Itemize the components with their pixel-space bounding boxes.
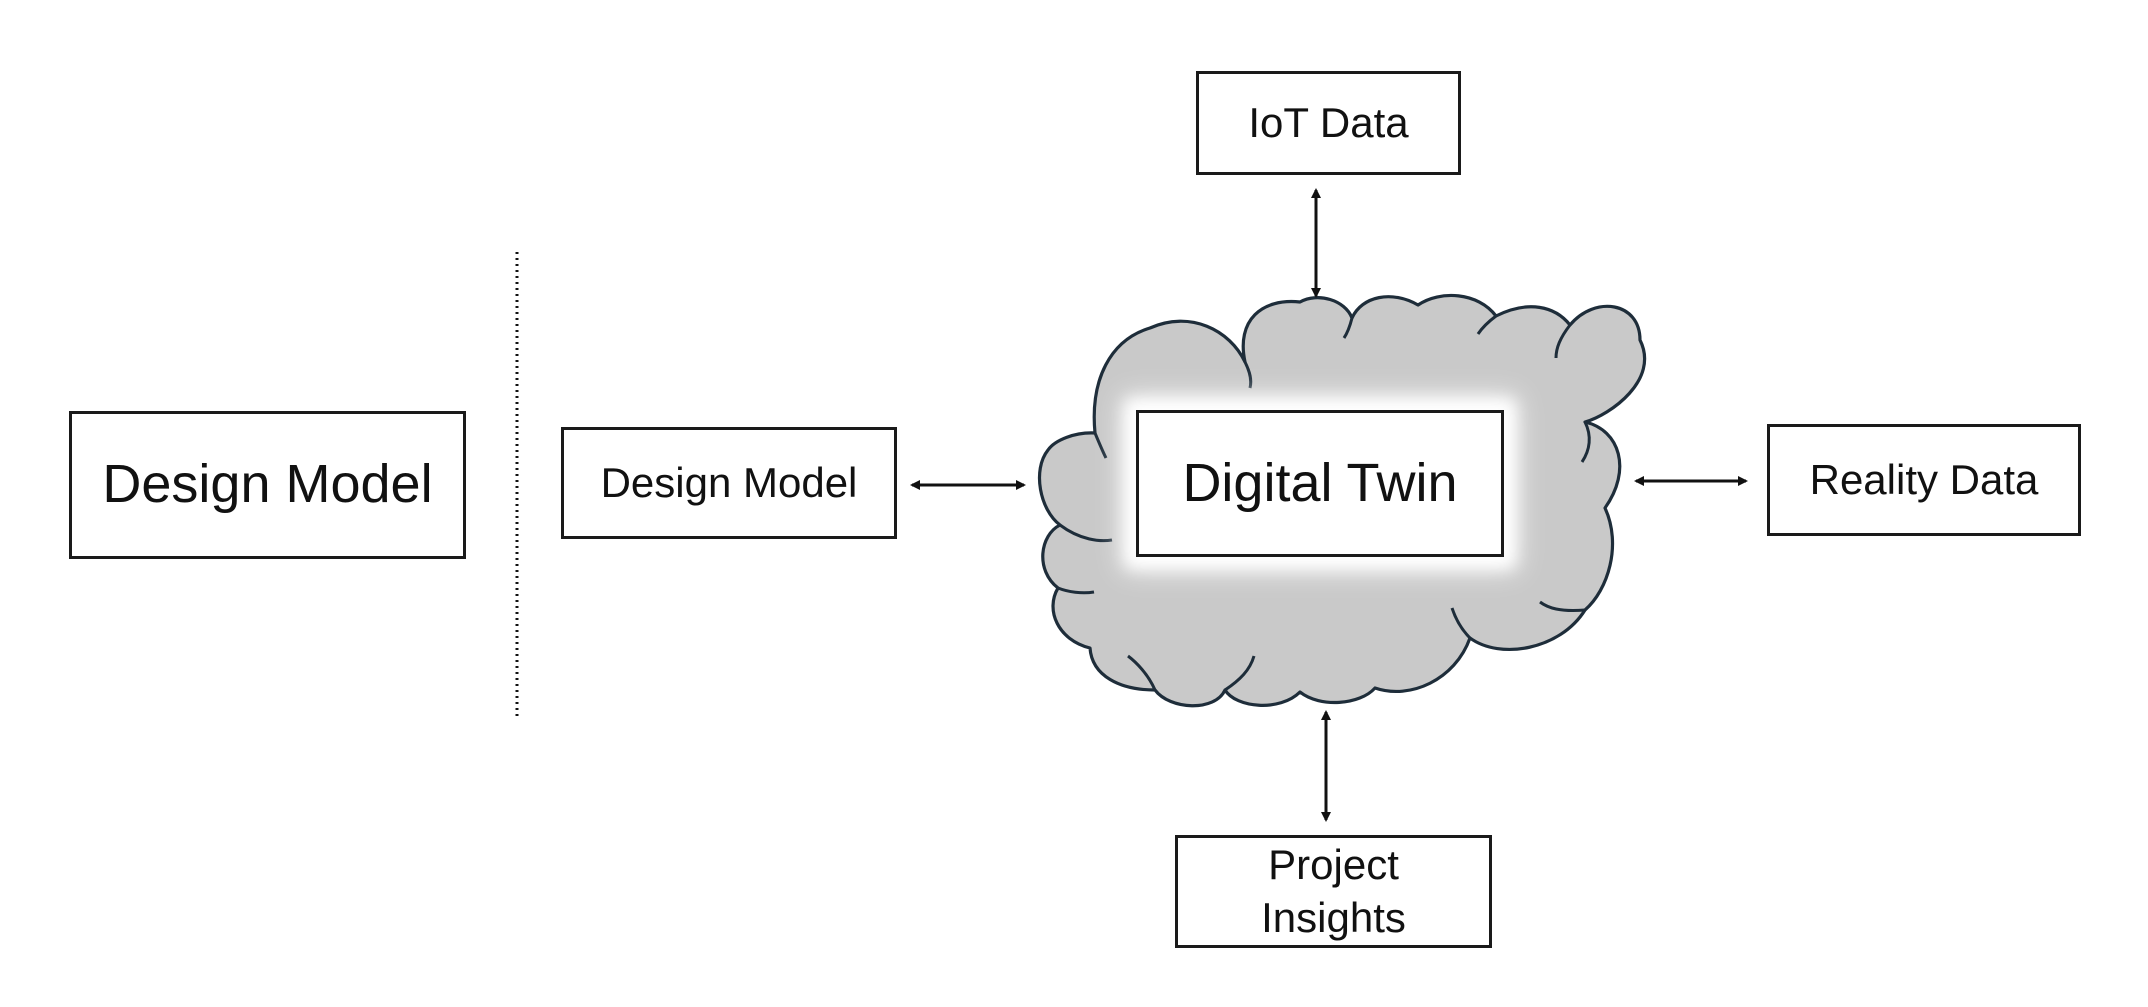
- design-model-box-left: Design Model: [69, 411, 466, 559]
- iot-data-label: IoT Data: [1248, 98, 1409, 146]
- reality-data-label: Reality Data: [1809, 455, 2039, 503]
- digital-twin-label: Digital Twin: [1182, 452, 1458, 513]
- design-model-label-left: Design Model: [102, 454, 433, 515]
- design-model-box: Design Model: [561, 427, 897, 539]
- project-insights-box: Project Insights: [1175, 835, 1492, 948]
- design-model-label: Design Model: [600, 458, 858, 506]
- reality-data-box: Reality Data: [1767, 424, 2081, 536]
- iot-data-box: IoT Data: [1196, 71, 1461, 175]
- project-insights-label: Project Insights: [1261, 841, 1406, 941]
- digital-twin-box: Digital Twin: [1136, 410, 1504, 557]
